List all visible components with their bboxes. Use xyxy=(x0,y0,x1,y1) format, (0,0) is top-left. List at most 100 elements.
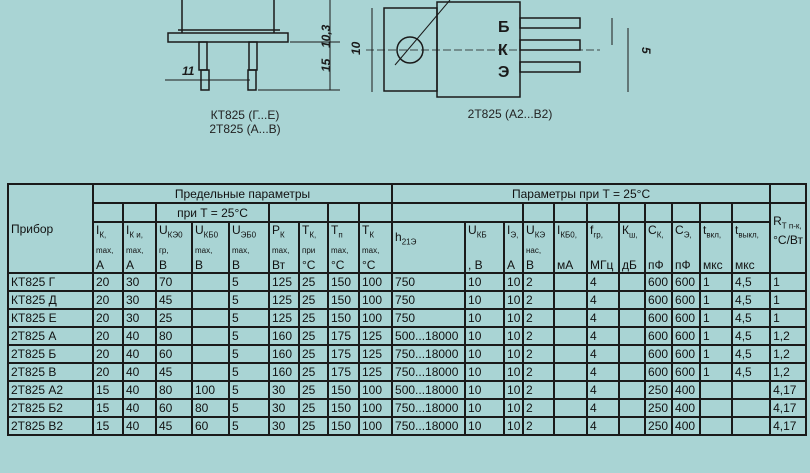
value-cell: 4,5 xyxy=(731,272,772,293)
value-cell: 60 xyxy=(155,398,193,419)
value-cell xyxy=(731,416,772,437)
value-cell: 750...18000 xyxy=(391,416,467,437)
value-cell: 2 xyxy=(522,272,556,293)
value-cell: 5 xyxy=(228,308,270,329)
value-cell: 25 xyxy=(298,398,329,419)
value-cell: 30 xyxy=(268,380,300,401)
value-cell xyxy=(553,272,589,293)
value-cell: 4 xyxy=(586,290,621,311)
value-cell xyxy=(618,398,647,419)
column-symbol: T xyxy=(331,223,339,237)
value-cell: 2 xyxy=(522,308,556,329)
column-header: TК,при°С xyxy=(298,220,329,275)
value-cell: 30 xyxy=(122,308,157,329)
value-cell xyxy=(553,344,589,365)
value-cell: 1 xyxy=(699,344,734,365)
column-subscript: К, xyxy=(99,230,107,240)
value-cell: 20 xyxy=(92,344,124,365)
value-cell xyxy=(618,290,647,311)
value-cell xyxy=(191,308,230,329)
value-cell: 15 xyxy=(92,416,124,437)
value-cell: 20 xyxy=(92,272,124,293)
header-condition-cell xyxy=(644,202,674,223)
value-cell xyxy=(699,380,734,401)
value-cell: 10 xyxy=(464,398,506,419)
value-cell: 250 xyxy=(644,416,674,437)
column-header: UКБ, В xyxy=(464,220,506,275)
value-cell xyxy=(618,308,647,329)
rt-unit: °С/Вт xyxy=(773,233,804,248)
value-cell: 150 xyxy=(327,398,360,419)
value-cell: 1,2 xyxy=(769,362,808,383)
value-cell: 30 xyxy=(268,398,300,419)
column-symbol: I xyxy=(126,223,130,237)
column-symbol: T xyxy=(362,223,370,237)
value-cell: 4,5 xyxy=(731,362,772,383)
value-cell: 2 xyxy=(522,416,556,437)
value-cell xyxy=(618,272,647,293)
value-cell: 400 xyxy=(671,398,702,419)
header-condition-cell xyxy=(357,202,394,223)
value-cell: 25 xyxy=(298,326,329,347)
value-cell: 25 xyxy=(298,308,329,329)
column-subscript: КБ xyxy=(476,230,487,240)
value-cell: 100 xyxy=(357,308,394,329)
value-cell xyxy=(731,398,772,419)
column-symbol: I xyxy=(507,223,511,237)
header-rt-top xyxy=(769,183,808,204)
value-cell: 4,17 xyxy=(769,398,808,419)
right-package-caption: 2Т825 (А2...В2) xyxy=(467,107,553,121)
value-cell: 45 xyxy=(155,362,193,383)
column-subscript: ЭБ0 xyxy=(240,230,257,240)
value-cell: 600 xyxy=(671,362,702,383)
value-cell: 25 xyxy=(298,380,329,401)
column-note: max, xyxy=(232,246,250,256)
value-cell: 10 xyxy=(503,272,525,293)
device-name-cell: 2Т825 Б xyxy=(7,344,94,365)
value-cell: 750...18000 xyxy=(391,398,467,419)
value-cell: 5 xyxy=(228,416,270,437)
device-name-cell: 2Т825 А2 xyxy=(7,380,94,401)
column-unit: В xyxy=(526,258,535,273)
column-symbol: P xyxy=(272,223,281,237)
column-subscript: К, xyxy=(309,230,317,240)
value-cell: 600 xyxy=(644,344,674,365)
value-cell: 40 xyxy=(122,380,157,401)
header-condition-cell xyxy=(699,202,734,223)
value-cell: 45 xyxy=(155,416,193,437)
column-note: max, xyxy=(331,246,349,256)
column-note: max, xyxy=(195,246,213,256)
value-cell: 175 xyxy=(327,362,360,383)
column-subscript: Э, xyxy=(683,230,692,240)
value-cell: 5 xyxy=(228,362,270,383)
value-cell: 150 xyxy=(327,308,360,329)
value-cell: 10 xyxy=(503,326,525,347)
column-unit: °С xyxy=(362,258,376,273)
header-condition-cell xyxy=(391,202,525,223)
column-note: гр, xyxy=(159,246,169,256)
value-cell: 750 xyxy=(391,290,467,311)
device-name-cell: КТ825 Г xyxy=(7,272,94,293)
value-cell: 150 xyxy=(327,272,360,293)
value-cell: 70 xyxy=(155,272,193,293)
value-cell: 30 xyxy=(268,416,300,437)
value-cell: 1,2 xyxy=(769,344,808,365)
value-cell: 600 xyxy=(644,326,674,347)
column-symbol: t xyxy=(703,223,707,237)
column-note: max, xyxy=(362,246,380,256)
value-cell: 125 xyxy=(357,362,394,383)
header-condition-cell xyxy=(92,202,124,223)
value-cell xyxy=(618,326,647,347)
device-name-cell: КТ825 Е xyxy=(7,308,94,329)
pin-emitter-label: Э xyxy=(498,64,509,81)
value-cell: 175 xyxy=(327,326,360,347)
column-unit: °С xyxy=(331,258,345,273)
value-cell: 600 xyxy=(671,272,702,293)
value-cell: 5 xyxy=(228,326,270,347)
